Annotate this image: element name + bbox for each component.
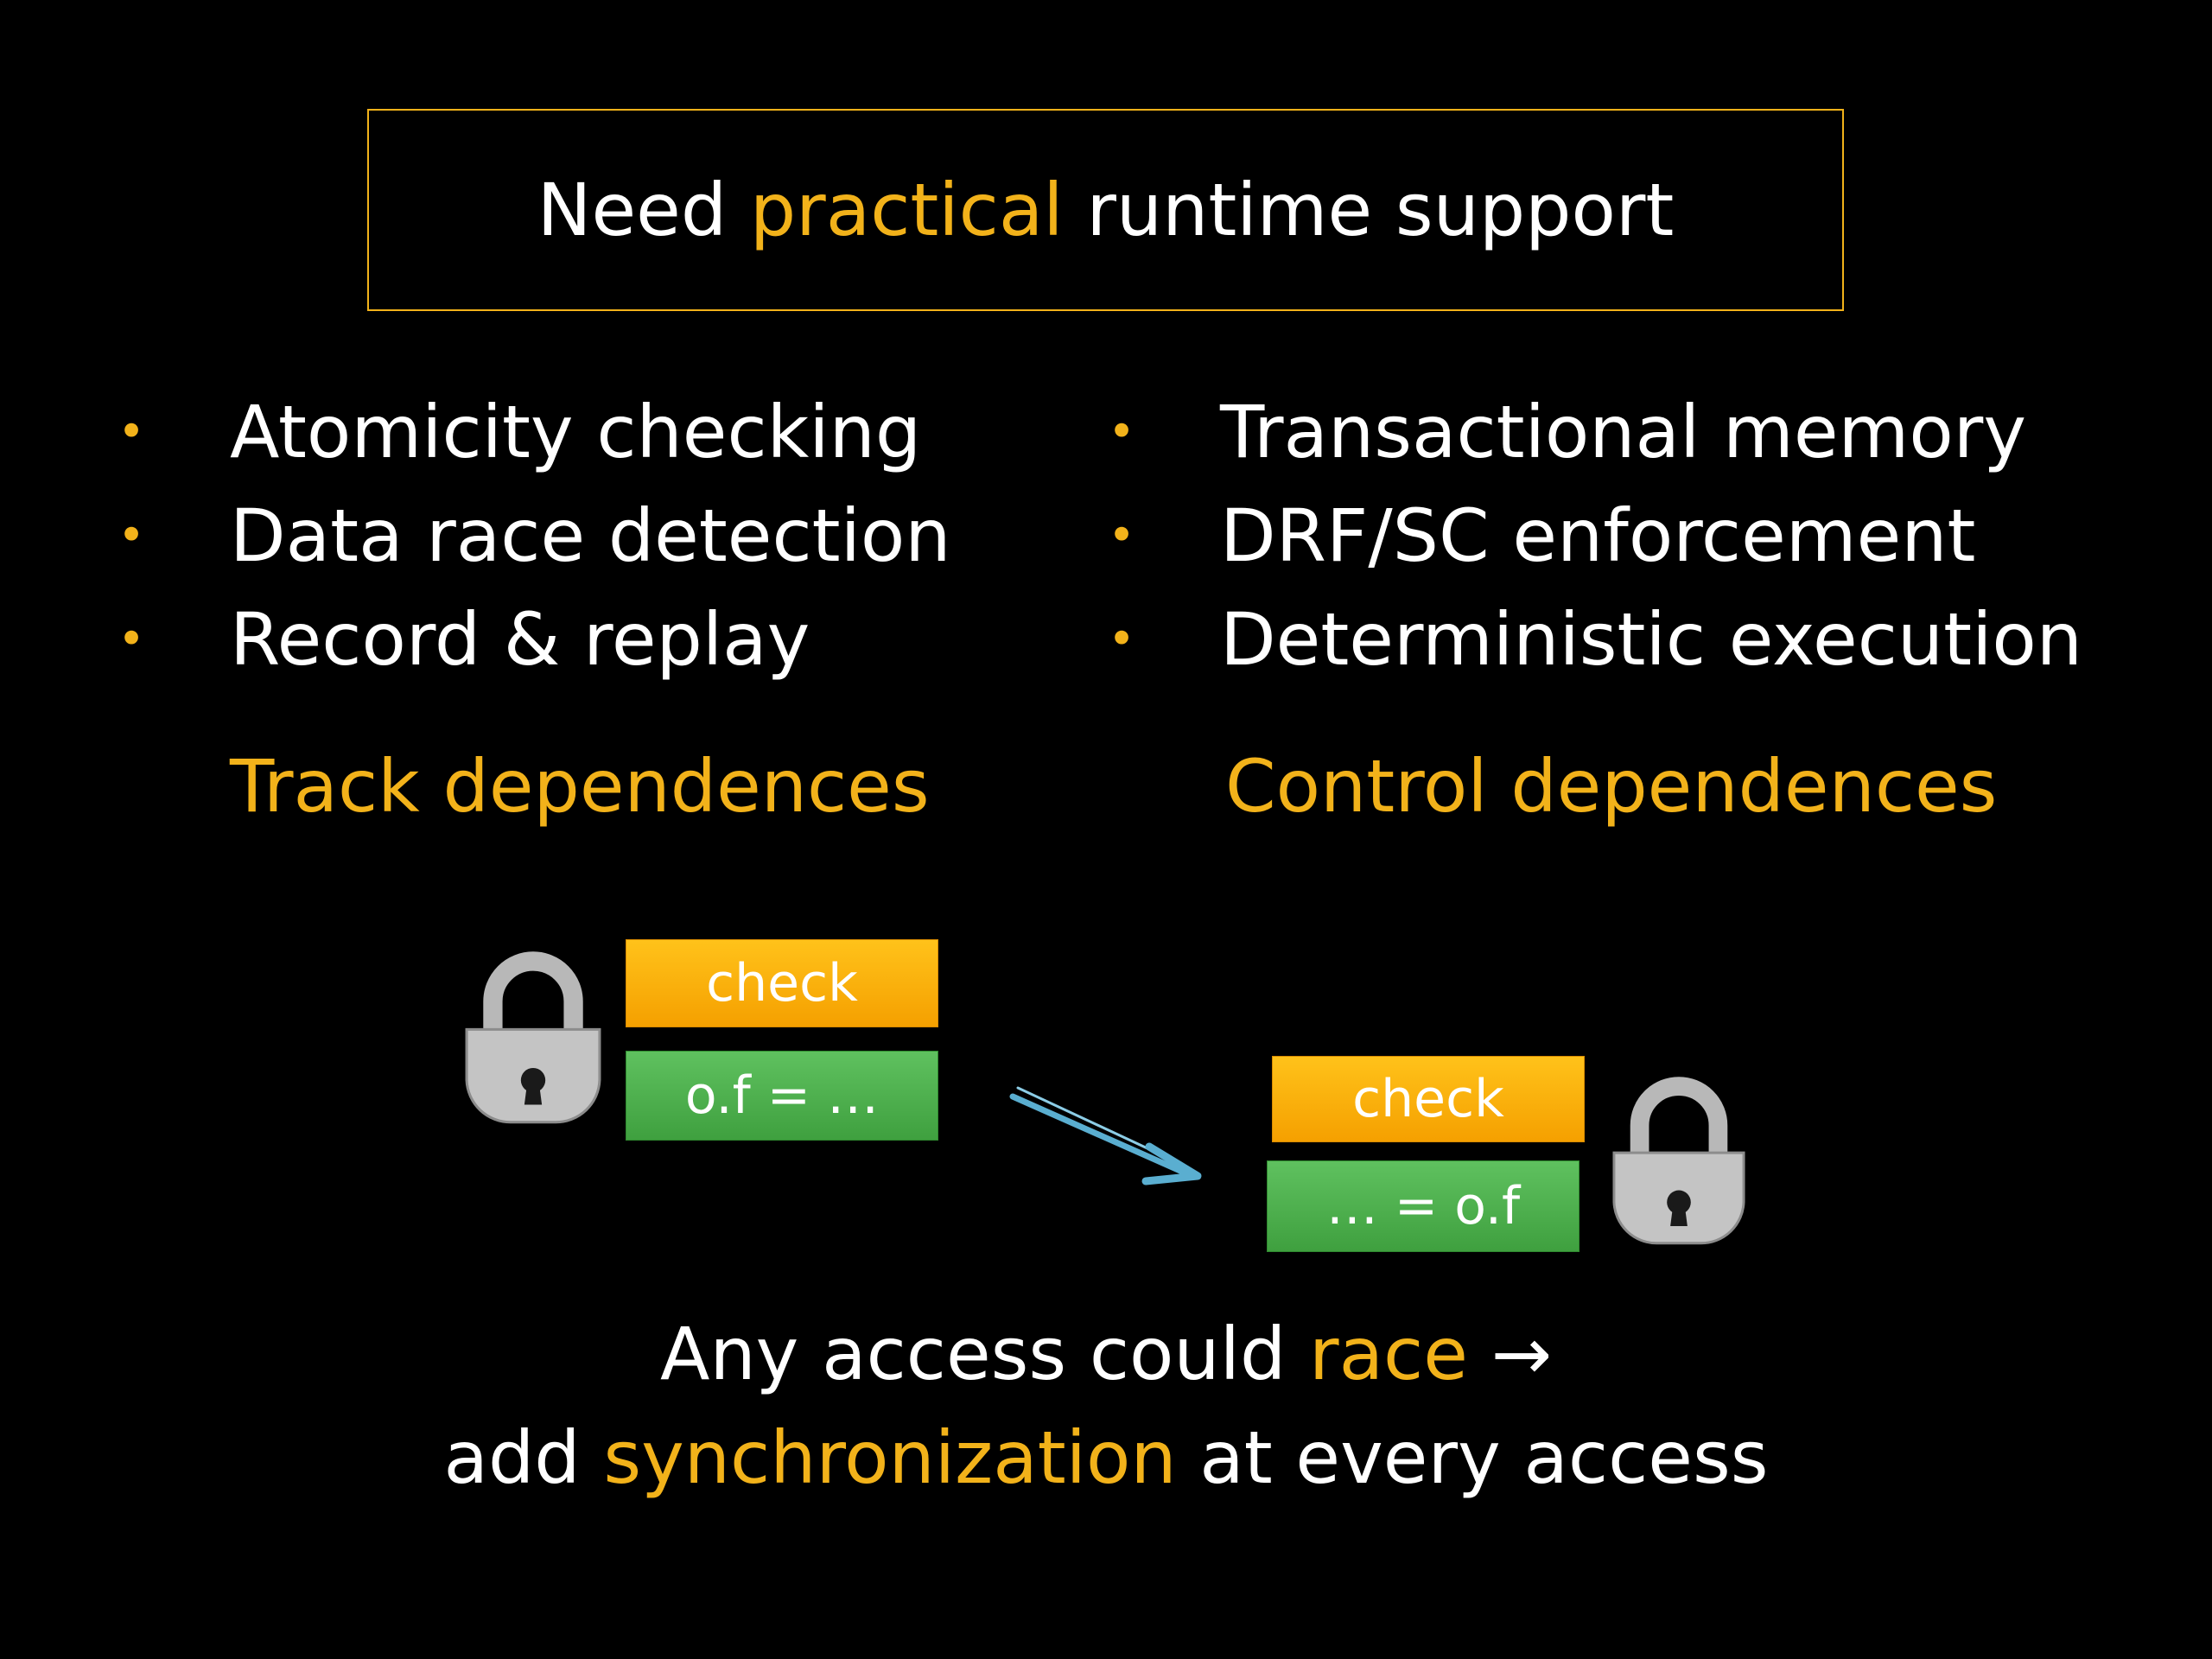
control-dependences-heading: Control dependences bbox=[1225, 744, 1998, 829]
title-highlight: practical bbox=[749, 168, 1064, 252]
list-item-label: DRF/SC enforcement bbox=[1220, 493, 1976, 578]
arrow-icon bbox=[1009, 1086, 1202, 1185]
bullet-icon: • bbox=[118, 508, 145, 563]
title-box: Need practical runtime support bbox=[367, 109, 1844, 311]
conclusion-line-2-prefix: add bbox=[443, 1415, 604, 1500]
list-item-label: Deterministic execution bbox=[1220, 597, 2083, 682]
bullet-icon: • bbox=[1108, 612, 1135, 666]
title-prefix: Need bbox=[537, 168, 750, 252]
synchronization-highlight: synchronization bbox=[603, 1415, 1177, 1500]
bullet-icon: • bbox=[1108, 508, 1135, 563]
list-item-label: Data race detection bbox=[230, 493, 951, 578]
title-suffix: runtime support bbox=[1063, 168, 1675, 252]
conclusion-line-2: add synchronization at every access bbox=[0, 1407, 2212, 1509]
track-dependences-heading: Track dependences bbox=[230, 744, 930, 829]
conclusion-line-2-suffix: at every access bbox=[1176, 1415, 1769, 1500]
right-arrow-icon: → bbox=[1467, 1312, 1552, 1396]
list-item-label: Record & replay bbox=[230, 597, 810, 682]
list-item-label: Transactional memory bbox=[1220, 390, 2027, 474]
read-access-block: … = o.f bbox=[1267, 1160, 1580, 1252]
list-item-label: Atomicity checking bbox=[230, 390, 922, 474]
bullet-icon: • bbox=[118, 612, 145, 666]
check-block: check bbox=[626, 939, 938, 1027]
conclusion-line-1: Any access could race → bbox=[0, 1303, 2212, 1405]
check-block: check bbox=[1272, 1056, 1585, 1142]
padlock-icon bbox=[465, 951, 601, 1124]
bullet-icon: • bbox=[118, 404, 145, 459]
conclusion-line-1-prefix: Any access could bbox=[659, 1312, 1310, 1396]
race-highlight: race bbox=[1309, 1312, 1468, 1396]
padlock-icon bbox=[1612, 1077, 1745, 1245]
write-access-block: o.f = … bbox=[626, 1051, 938, 1141]
bullet-icon: • bbox=[1108, 404, 1135, 459]
